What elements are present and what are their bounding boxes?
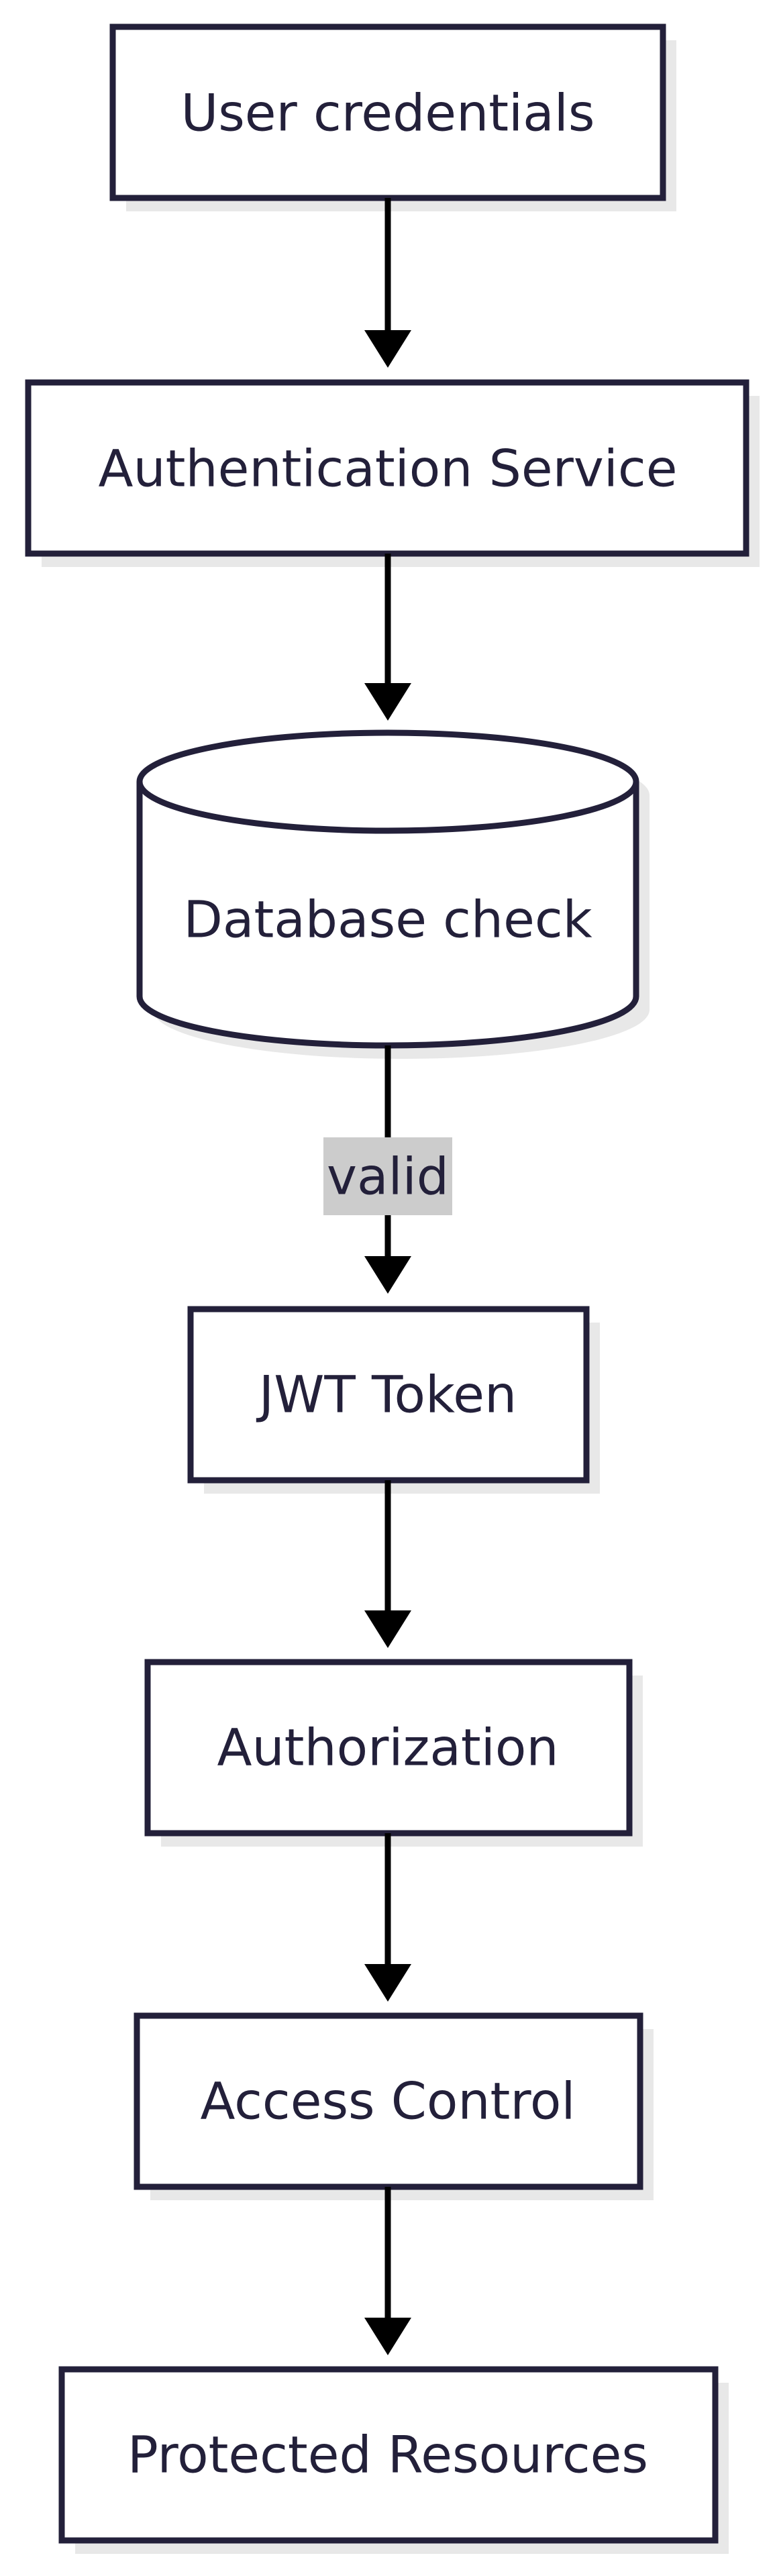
arrowhead-icon xyxy=(364,330,411,368)
edge-database-to-jwt: valid xyxy=(323,1045,452,1294)
node-label-authorization: Authorization xyxy=(217,1718,558,1778)
node-label-access-control: Access Control xyxy=(200,2071,575,2131)
node-label-protected-resources: Protected Resources xyxy=(127,2425,648,2485)
node-database-check: Database check xyxy=(136,729,650,1059)
node-box xyxy=(58,2366,719,2544)
edge-auth-to-database xyxy=(364,554,411,721)
arrowhead-icon xyxy=(364,683,411,721)
edge-label-background xyxy=(323,1137,452,1215)
node-box xyxy=(109,23,666,201)
node-access-control: Access Control xyxy=(134,2012,654,2200)
node-box xyxy=(25,379,749,557)
edge-jwt-to-authorization xyxy=(364,1480,411,1648)
arrowhead-icon xyxy=(364,1964,411,2002)
arrowhead-icon xyxy=(364,1610,411,1648)
node-protected-resources: Protected Resources xyxy=(58,2366,729,2554)
node-box xyxy=(187,1306,590,1484)
node-authentication-service: Authentication Service xyxy=(25,379,760,567)
edge-label-valid: valid xyxy=(327,1147,449,1206)
node-authorization: Authorization xyxy=(144,1659,643,1847)
node-label-authentication-service: Authentication Service xyxy=(99,439,678,499)
edge-credentials-to-auth xyxy=(364,198,411,368)
node-label-jwt-token: JWT Token xyxy=(256,1365,517,1425)
node-box xyxy=(144,1659,633,1837)
node-label-user-credentials: User credentials xyxy=(181,83,595,143)
edge-access-to-resources xyxy=(364,2187,411,2355)
database-cylinder-top-rim xyxy=(136,781,639,834)
arrowhead-icon xyxy=(364,1256,411,1294)
node-label-database-check: Database check xyxy=(183,890,592,949)
database-cylinder-body xyxy=(136,729,639,1049)
arrowhead-icon xyxy=(364,2318,411,2355)
edge-authorization-to-access xyxy=(364,1833,411,2002)
node-user-credentials: User credentials xyxy=(109,23,676,211)
node-box xyxy=(134,2012,643,2190)
node-jwt-token: JWT Token xyxy=(187,1306,600,1494)
